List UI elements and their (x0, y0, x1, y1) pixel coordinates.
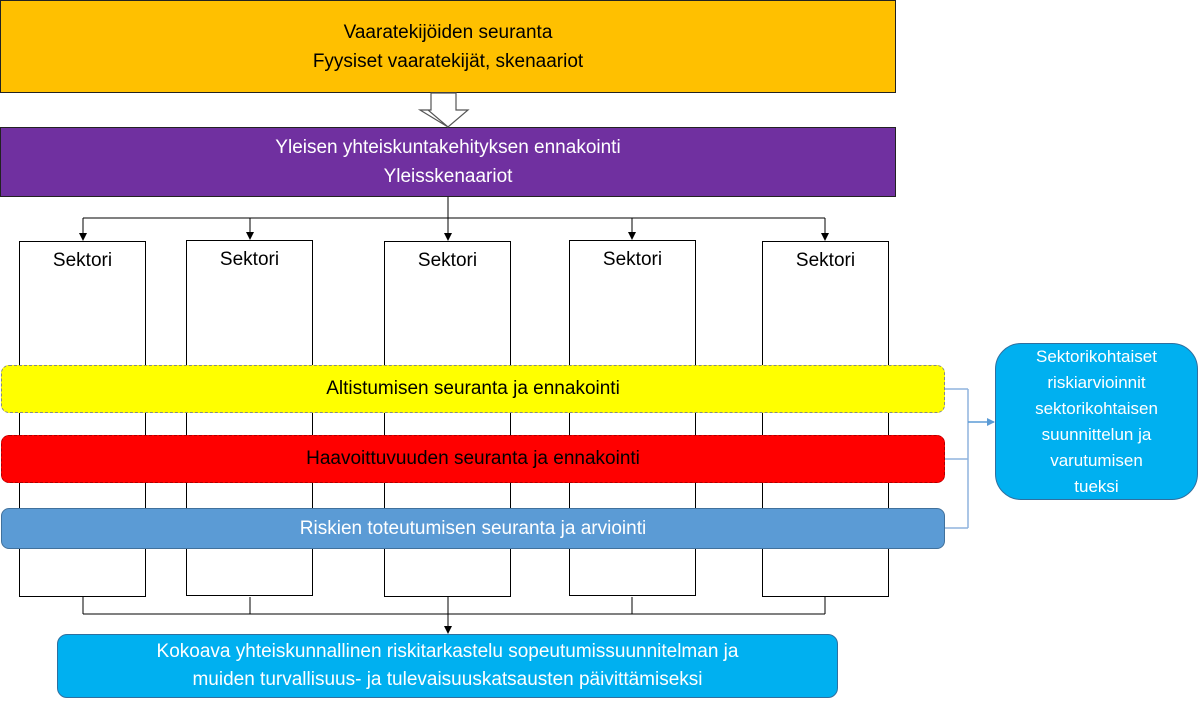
sector-label: Sektori (417, 250, 478, 271)
exposure-label: Altistumisen seuranta ja ennakointi (326, 378, 620, 399)
hazard-title: Vaaratekijöiden seuranta (343, 21, 553, 43)
bottom-line-1: Kokoava yhteiskunnallinen riskitarkastel… (156, 641, 739, 662)
side-line: sektorikohtaisen (1035, 398, 1158, 418)
risk-realization-band: Riskien toteutumisen seuranta ja arvioin… (1, 508, 945, 549)
vulnerability-label: Haavoittuvuuden seuranta ja ennakointi (306, 448, 640, 469)
sector-label: Sektori (219, 249, 280, 270)
sector-label: Sektori (795, 250, 856, 271)
sector-risk-assessment-box: Sektorikohtaiset riskiarvioinnit sektori… (995, 343, 1198, 500)
vulnerability-monitoring-band: Haavoittuvuuden seuranta ja ennakointi (1, 435, 945, 483)
general-title: Yleisen yhteiskuntakehityksen ennakointi (275, 137, 621, 158)
general-subtitle: Yleisskenaariot (383, 166, 513, 187)
overall-risk-review-box: Kokoava yhteiskunnallinen riskitarkastel… (57, 634, 838, 698)
side-line: Sektorikohtaiset (1036, 346, 1157, 366)
exposure-monitoring-band: Altistumisen seuranta ja ennakointi (1, 365, 945, 413)
sector-label: Sektori (52, 250, 113, 271)
general-foresight-box: Yleisen yhteiskuntakehityksen ennakointi… (0, 127, 896, 197)
sector-label: Sektori (602, 249, 663, 270)
side-line: tueksi (1074, 476, 1119, 496)
side-line: varutumisen (1050, 450, 1143, 470)
side-line: suunnittelun ja (1041, 424, 1152, 444)
side-line: riskiarvioinnit (1047, 372, 1146, 392)
hollow-down-arrow (417, 92, 470, 128)
hazard-subtitle: Fyysiset vaaratekijät, skenaariot (312, 50, 584, 72)
bottom-line-2: muiden turvallisuus- ja tulevaisuuskatsa… (192, 669, 703, 690)
risks-label: Riskien toteutumisen seuranta ja arvioin… (299, 517, 647, 539)
hazard-monitoring-box: Vaaratekijöiden seuranta Fyysiset vaarat… (0, 0, 896, 93)
